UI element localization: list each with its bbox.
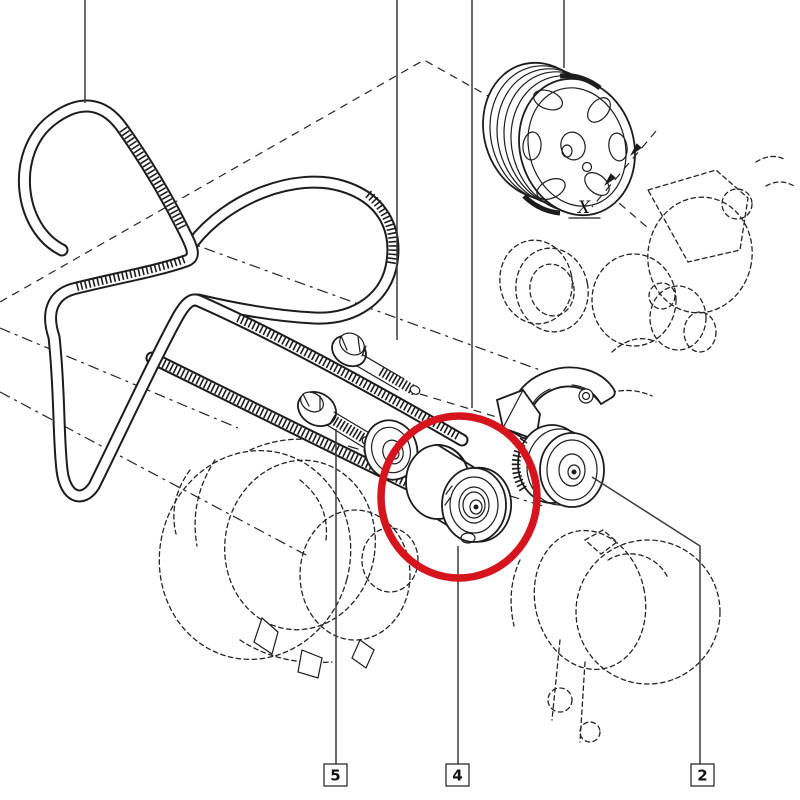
callout-5: 5 xyxy=(323,763,348,787)
arrow-icon xyxy=(604,173,616,186)
callout-boxes: 5 4 2 xyxy=(323,763,715,787)
callout-2-label: 2 xyxy=(697,767,707,785)
crankshaft-ghost xyxy=(591,155,795,399)
arrow-icon xyxy=(630,143,642,156)
callout-2: 2 xyxy=(690,763,715,787)
callout-4: 4 xyxy=(445,763,470,787)
belt-tensioner xyxy=(495,366,616,508)
alternator-ghost xyxy=(510,529,721,743)
idler-pulley xyxy=(405,444,513,544)
water-pump-pulley-ghost xyxy=(499,239,589,333)
leader-lines xyxy=(84,0,701,764)
crankshaft-pulley xyxy=(482,61,636,217)
ac-compressor-ghost xyxy=(158,438,419,679)
axis-marker: X xyxy=(568,130,657,219)
axis-label: X xyxy=(576,198,591,218)
highlight-circle xyxy=(377,412,541,582)
callout-5-label: 5 xyxy=(330,767,340,785)
long-bolt xyxy=(331,332,421,396)
callout-4-label: 4 xyxy=(452,767,462,785)
